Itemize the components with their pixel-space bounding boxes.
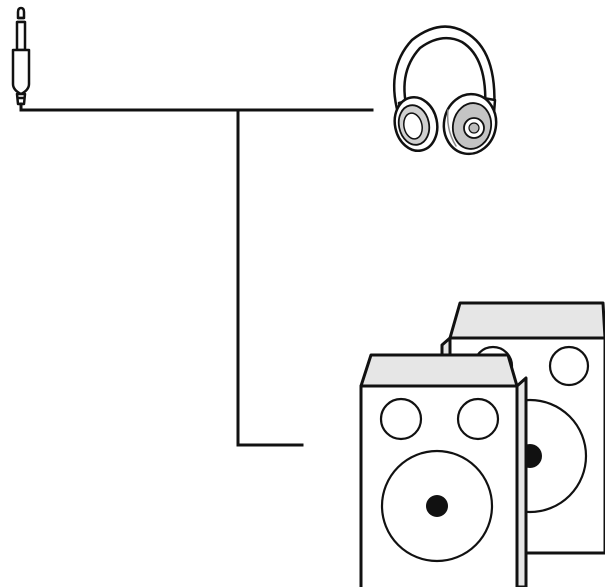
headphones-icon — [392, 25, 498, 156]
front-speaker — [359, 353, 528, 587]
audio-jack-icon — [11, 6, 31, 106]
splitter-cable — [19, 102, 374, 447]
speakers-icon — [359, 301, 605, 587]
